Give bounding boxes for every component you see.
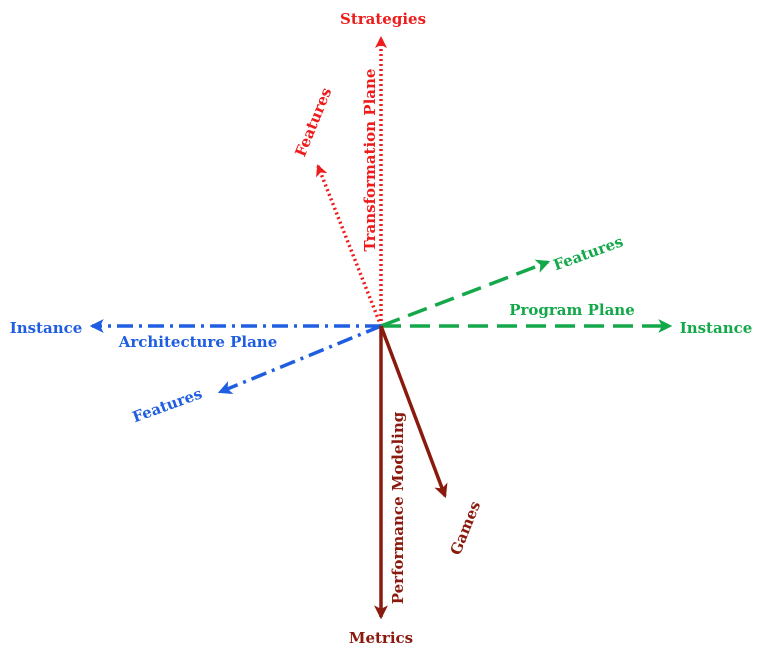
games-axis <box>379 325 448 499</box>
program-plane-label: Program Plane <box>509 301 635 319</box>
transformation-plane-label: Transformation Plane <box>361 69 379 252</box>
performance-modeling-label: Performance Modeling <box>389 411 407 604</box>
architecture-instance-label: Instance <box>10 319 83 337</box>
architecture-features-label: Features <box>130 384 205 426</box>
games-label: Games <box>446 499 484 558</box>
program-features-label: Features <box>551 232 626 274</box>
transformation-features-axis <box>316 164 383 327</box>
strategies-label: Strategies <box>340 10 426 28</box>
architecture-plane-label: Architecture Plane <box>118 333 278 351</box>
program-features-axis <box>380 259 551 328</box>
program-instance-label: Instance <box>680 319 753 337</box>
metrics-label: Metrics <box>349 629 413 647</box>
transformation-features-label: Features <box>291 85 335 159</box>
